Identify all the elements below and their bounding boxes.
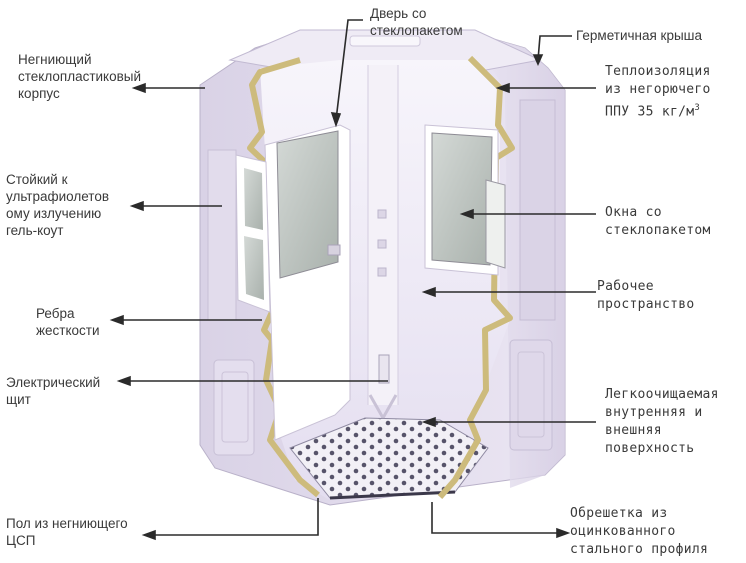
door — [264, 124, 351, 441]
left-window — [235, 154, 271, 313]
label-ribs: Ребра жесткости — [36, 306, 100, 338]
label-insulation-sup: 3 — [694, 103, 701, 113]
right-window — [424, 124, 506, 276]
label-floor: Пол из негниющего ЦСП — [6, 516, 128, 548]
label-surface: Легкоочищаемая внутренняя и внешняя пове… — [605, 387, 719, 456]
label-gelcoat: Стойкий к ультрафиолетов ому излучению г… — [6, 172, 110, 238]
pointer-lines — [109, 19, 596, 541]
label-frame: Обрешетка из оцинкованного стального про… — [570, 506, 709, 557]
label-body: Негниющий стеклопластиковый корпус — [18, 52, 142, 101]
label-roof: Герметичная крыша — [576, 28, 703, 43]
label-workspace: Рабочее пространство — [597, 279, 695, 312]
label-insulation-text: Теплоизоляция из негорючего ППУ 35 кг/м — [605, 64, 711, 120]
label-insulation: Теплоизоляция из негорючего ППУ 35 кг/м3 — [605, 63, 711, 121]
label-panel: Электрический щит — [6, 375, 101, 407]
label-door: Дверь со стеклопакетом — [370, 6, 463, 38]
label-windows: Окна со стеклопакетом — [605, 205, 711, 238]
